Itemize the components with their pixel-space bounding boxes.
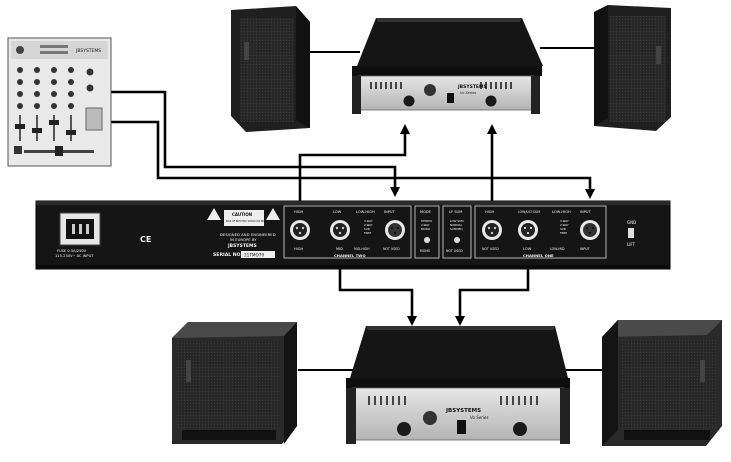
ch1-switch-option: 3-WAY bbox=[560, 219, 569, 223]
ch1-high-label: HIGH bbox=[485, 210, 495, 214]
ch2-not-used-label: NOT USED bbox=[383, 247, 400, 251]
mixer-knobs bbox=[17, 67, 94, 109]
lift-label: LIFT bbox=[627, 242, 636, 247]
ch1-switch-option: SUB bbox=[560, 227, 566, 231]
cable-mixer-to-input-ch1 bbox=[108, 120, 595, 199]
bottom-amp-brand: JBSYSTEMS bbox=[445, 408, 481, 414]
fuse-rating-line2: 115-230V~ AC INPUT bbox=[55, 254, 94, 258]
mode-option: STEREO bbox=[421, 219, 433, 223]
ch2-low-high-label: LOW-HIGH bbox=[356, 210, 375, 214]
bottom-amp-logo-icon bbox=[423, 411, 437, 425]
ch1-low-high-label: LOW-HIGH bbox=[552, 210, 571, 214]
ch1-switch-option: 2-WAY bbox=[560, 223, 569, 227]
lf-sum-label: LF SUM bbox=[449, 210, 462, 214]
mode-label: MODE bbox=[420, 210, 432, 214]
caution-label: CAUTION bbox=[232, 212, 252, 217]
top-amp-volume-right-knob bbox=[485, 95, 497, 107]
top-amp-power-switch bbox=[447, 93, 454, 103]
bottom-amplifier: JBSYSTEMS Vo Series bbox=[346, 326, 570, 444]
ch2-input-label: INPUT bbox=[384, 210, 396, 214]
lf-sum-option: LOW SUM bbox=[450, 219, 464, 223]
top-right-speaker bbox=[594, 5, 671, 131]
cable-ch1-low-to-bottom-amp bbox=[455, 268, 530, 326]
channel-two-panel bbox=[283, 205, 412, 259]
bottom-amp-power-switch bbox=[457, 420, 466, 434]
ch1-input-bottom-label: INPUT bbox=[580, 247, 590, 251]
mode-switch bbox=[424, 237, 430, 243]
dj-mixer: JBSYSTEMS bbox=[7, 37, 112, 167]
right-subwoofer bbox=[602, 320, 722, 446]
ch1-not-used-label: NOT USED bbox=[482, 247, 499, 251]
cables bbox=[108, 47, 602, 371]
ch2-high-out-label: HIGH bbox=[294, 247, 304, 251]
lf-sum-bottom-label: NOT USED bbox=[446, 249, 463, 253]
bottom-amp-volume-left-knob bbox=[397, 422, 411, 436]
serial-value: 21TMO70 bbox=[244, 253, 264, 258]
ch1-low-mult-sum-label: LOW/ULT SUM bbox=[518, 210, 540, 214]
top-left-speaker bbox=[231, 6, 310, 132]
ch1-input-label: INPUT bbox=[580, 210, 592, 214]
lf-sum-switch bbox=[454, 237, 460, 243]
ch1-low-mid-label: LOW-MID bbox=[550, 247, 565, 251]
fuse-rating-line1: FUSE 0.5A/250V bbox=[57, 249, 87, 253]
top-amp-model: Vo Series bbox=[460, 91, 476, 95]
warning-triangle-icon bbox=[207, 208, 221, 220]
mode-option: MONO bbox=[421, 227, 431, 231]
bottom-amp-model: Vo Series bbox=[470, 415, 489, 420]
serial-label: SERIAL NO bbox=[213, 252, 241, 258]
cable-mixer-to-input-ch2 bbox=[108, 90, 400, 197]
ch2-mid-label: MID bbox=[336, 247, 343, 251]
caution-text: RISK OF ELECTRIC SHOCK DO NOT OPEN bbox=[226, 220, 273, 223]
top-amplifier: JBSYSTEMS Vo Series bbox=[352, 18, 543, 114]
ch2-mid-high-label: MID-HIGH bbox=[354, 247, 370, 251]
gnd-label: GND bbox=[627, 220, 636, 225]
lf-sum-option: NORMAL bbox=[450, 223, 463, 227]
mode-bottom-label: MONO bbox=[420, 249, 431, 253]
cable-ch2-low-to-bottom-amp bbox=[338, 268, 417, 326]
mixer-faders bbox=[14, 107, 103, 156]
crossover-unit: FUSE 0.5A/250V 115-230V~ AC INPUT CE CAU… bbox=[35, 200, 671, 270]
channel-two-label: CHANNEL TWO bbox=[334, 253, 366, 258]
ch1-switch-option: FREE bbox=[560, 231, 567, 235]
ch2-switch-option: 3-WAY bbox=[364, 219, 373, 223]
channel-one-panel bbox=[474, 205, 607, 259]
ch2-xlr-connectors bbox=[290, 220, 405, 240]
left-subwoofer bbox=[172, 322, 297, 444]
ch2-low-label: LOW bbox=[333, 210, 342, 214]
mode-panel bbox=[414, 205, 440, 259]
top-amp-logo-icon bbox=[424, 84, 436, 96]
top-amp-vent-slots bbox=[370, 82, 512, 89]
ch1-switch-options: 3-WAY 2-WAY SUB FREE bbox=[560, 219, 569, 235]
ch2-switch-option: FREE bbox=[364, 231, 371, 235]
crossover-brand: JBSYSTEMS bbox=[227, 243, 257, 249]
designed-line2: IN EUROPE BY bbox=[230, 237, 257, 242]
ground-lift-switch bbox=[628, 228, 634, 238]
ch2-switch-options: 3-WAY 2-WAY SUB FREE bbox=[364, 219, 373, 235]
designed-line1: DESIGNED AND ENGINEERED bbox=[220, 232, 276, 237]
shock-triangle-icon bbox=[266, 208, 280, 220]
ch2-switch-option: 2-WAY bbox=[364, 223, 373, 227]
ch2-switch-option: SUB bbox=[364, 227, 370, 231]
ce-mark: CE bbox=[140, 235, 151, 244]
lf-sum-option: SUMMED bbox=[450, 227, 463, 231]
caution-box bbox=[224, 210, 264, 226]
ch2-high-label: HIGH bbox=[294, 210, 304, 214]
ch1-low-label: LOW bbox=[523, 247, 532, 251]
mode-option: 2-WAY bbox=[421, 223, 430, 227]
channel-one-label: CHANNEL ONE bbox=[523, 253, 554, 258]
lf-sum-panel bbox=[442, 205, 472, 259]
bottom-amp-volume-right-knob bbox=[513, 422, 527, 436]
top-amp-brand: JBSYSTEMS bbox=[457, 84, 487, 90]
ch1-xlr-connectors bbox=[482, 220, 600, 240]
mixer-brand: JBSYSTEMS bbox=[75, 48, 101, 54]
cable-ch2-high-to-top-amp bbox=[298, 124, 410, 203]
top-amp-volume-left-knob bbox=[403, 95, 415, 107]
bottom-amp-vent-slots bbox=[368, 396, 538, 405]
